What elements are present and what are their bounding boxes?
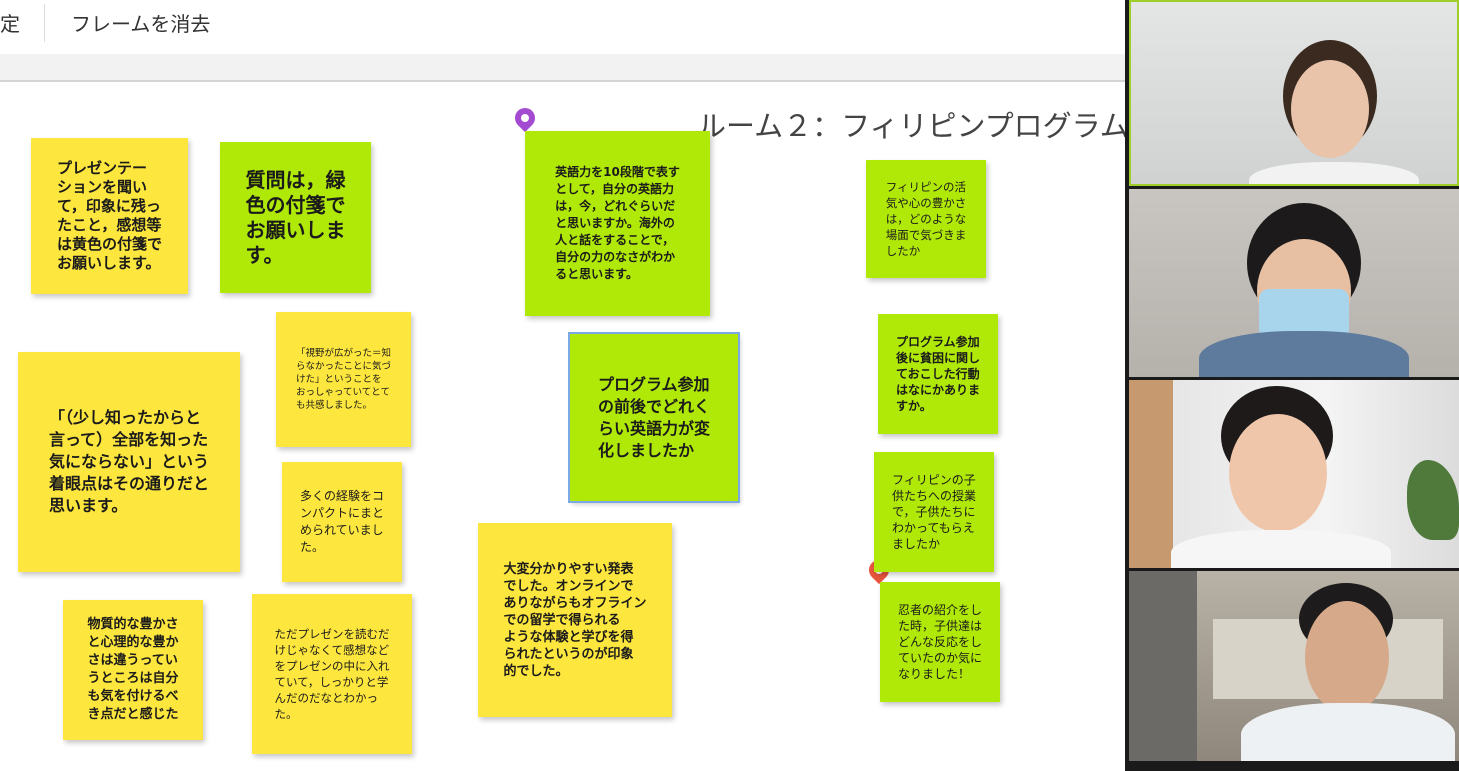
toolbar-band bbox=[0, 54, 1125, 82]
sticky-note-selected[interactable]: プログラム参加 の前後でどれく らい英語力が変 化しましたか bbox=[568, 332, 740, 503]
sticky-note-text: フィリピンの子 供たちへの授業 で，子供たちに わかってもらえ ましたか bbox=[891, 473, 976, 551]
whiteboard-canvas[interactable]: ルーム２：フィリピンプログラム プレゼンテー ションを聞い て，印象に残っ たこ… bbox=[0, 82, 1125, 771]
participant-body bbox=[1249, 162, 1419, 184]
sticky-note[interactable]: 質問は，緑 色の付箋で お願いしま す。 bbox=[220, 142, 371, 293]
participant-avatar bbox=[1305, 601, 1389, 713]
sticky-note-text: 「（少し知ったからと 言って）全部を知った 気にならない」という 着眼点はその通… bbox=[48, 408, 209, 515]
office-shelf bbox=[1129, 571, 1197, 761]
sticky-note-text: 物質的な豊かさ と心理的な豊か さは違うってい うところは自分 も気を付けるべ … bbox=[87, 617, 179, 722]
sticky-note[interactable]: 英語力を10段階で表す として，自分の英語力 は，今，どれぐらいだ と思いますか… bbox=[525, 131, 710, 316]
wall-panel bbox=[1129, 380, 1173, 568]
sticky-note-text: プレゼンテー ションを聞い て，印象に残っ たこと，感想等 は黄色の付箋で お願… bbox=[56, 159, 162, 272]
location-pin-icon bbox=[510, 103, 540, 133]
face-mask bbox=[1259, 289, 1349, 339]
video-panel bbox=[1125, 0, 1459, 771]
sticky-note-text: プログラム参加 後に貧困に関し ておこした行動 はなにかありま すか。 bbox=[895, 335, 980, 413]
sticky-note[interactable]: プレゼンテー ションを聞い て，印象に残っ たこと，感想等 は黄色の付箋で お願… bbox=[31, 138, 188, 294]
sticky-note-text: 英語力を10段階で表す として，自分の英語力 は，今，どれぐらいだ と思いますか… bbox=[555, 165, 680, 281]
sticky-note[interactable]: 多くの経験をコ ンパクトにまと められていまし た。 bbox=[282, 462, 402, 582]
sticky-note[interactable]: フィリピンの活 気や心の豊かさ は，どのような 場面で気づきま したか bbox=[866, 160, 986, 278]
participant-video-tile[interactable] bbox=[1129, 189, 1459, 377]
frame-title: ルーム２：フィリピンプログラム bbox=[697, 109, 1125, 143]
sticky-note[interactable]: プログラム参加 後に貧困に関し ておこした行動 はなにかありま すか。 bbox=[878, 314, 998, 434]
participant-avatar bbox=[1229, 414, 1327, 532]
participant-body bbox=[1199, 331, 1409, 377]
clear-frame-button[interactable]: フレームを消去 bbox=[71, 12, 211, 36]
sticky-note-text: 忍者の紹介をし た時，子供達は どんな反応をし ていたのか気に なりました！ bbox=[897, 603, 982, 681]
sticky-note-text: 大変分かりやすい発表 でした。オンラインで ありながらもオフライン での留学で得… bbox=[503, 561, 647, 679]
sticky-note[interactable]: 物質的な豊かさ と心理的な豊か さは違うってい うところは自分 も気を付けるべ … bbox=[63, 600, 203, 740]
sticky-note[interactable]: 「視野が広がった＝知 らなかったことに気づ けた」ということを おっしゃっていて… bbox=[276, 312, 411, 447]
sticky-note-text: 多くの経験をコ ンパクトにまと められていまし た。 bbox=[299, 489, 384, 554]
participant-video-tile[interactable] bbox=[1129, 0, 1459, 186]
participant-avatar bbox=[1291, 60, 1369, 158]
participant-body bbox=[1241, 703, 1455, 761]
sticky-note[interactable]: 大変分かりやすい発表 でした。オンラインで ありながらもオフライン での留学で得… bbox=[478, 523, 672, 717]
sticky-note[interactable]: フィリピンの子 供たちへの授業 で，子供たちに わかってもらえ ましたか bbox=[874, 452, 994, 572]
toolbar-cut-off-button[interactable]: 定 bbox=[0, 12, 20, 36]
sticky-note-text: ただプレゼンを読むだ けじゃなくて感想など をプレゼンの中に入れ ていて，しっか… bbox=[274, 627, 390, 721]
toolbar-divider bbox=[44, 4, 45, 42]
sticky-note-text: フィリピンの活 気や心の豊かさ は，どのような 場面で気づきま したか bbox=[885, 180, 967, 258]
participant-body bbox=[1171, 530, 1391, 568]
participant-video-tile[interactable] bbox=[1129, 380, 1459, 568]
sticky-note[interactable]: 忍者の紹介をし た時，子供達は どんな反応をし ていたのか気に なりました！ bbox=[880, 582, 1000, 702]
sticky-note[interactable]: ただプレゼンを読むだ けじゃなくて感想など をプレゼンの中に入れ ていて，しっか… bbox=[252, 594, 412, 754]
sticky-note-text: 「視野が広がった＝知 らなかったことに気づ けた」ということを おっしゃっていて… bbox=[295, 348, 391, 411]
sticky-note[interactable]: 「（少し知ったからと 言って）全部を知った 気にならない」という 着眼点はその通… bbox=[18, 352, 240, 572]
toolbar: 定 フレームを消去 bbox=[0, 0, 1125, 54]
participant-video-tile[interactable] bbox=[1129, 571, 1459, 761]
sticky-note-text: プログラム参加 の前後でどれく らい英語力が変 化しましたか bbox=[597, 374, 710, 460]
sticky-note-text: 質問は，緑 色の付箋で お願いしま す。 bbox=[245, 167, 346, 267]
